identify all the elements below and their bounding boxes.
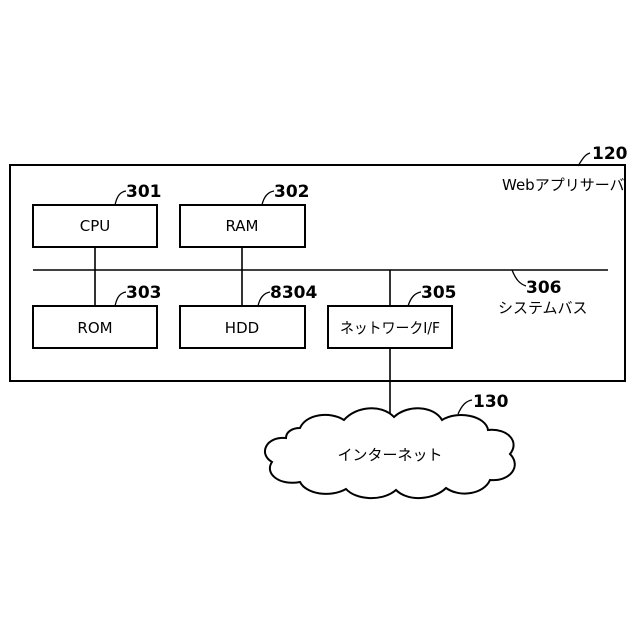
hdd-ref: 8304 [270, 283, 317, 303]
rom-label: ROM [77, 319, 112, 337]
cpu-label: CPU [80, 217, 111, 235]
web-server-ref: 120 [592, 144, 628, 164]
ram-ref: 302 [274, 182, 310, 202]
internet-ref: 130 [473, 392, 509, 412]
cpu-ref: 301 [126, 182, 162, 202]
web-server-label: Webアプリサーバ [502, 176, 625, 194]
hdd-label: HDD [225, 319, 259, 337]
system-bus-ref: 306 [526, 278, 562, 298]
ram-label: RAM [225, 217, 258, 235]
internet-label: インターネット [337, 446, 442, 464]
network-if-ref: 305 [421, 283, 457, 303]
internet-ref-leader [458, 400, 472, 414]
system-bus-label: システムバス [498, 299, 588, 317]
rom-ref: 303 [126, 283, 162, 303]
network-if-label: ネットワークI/F [340, 319, 440, 337]
